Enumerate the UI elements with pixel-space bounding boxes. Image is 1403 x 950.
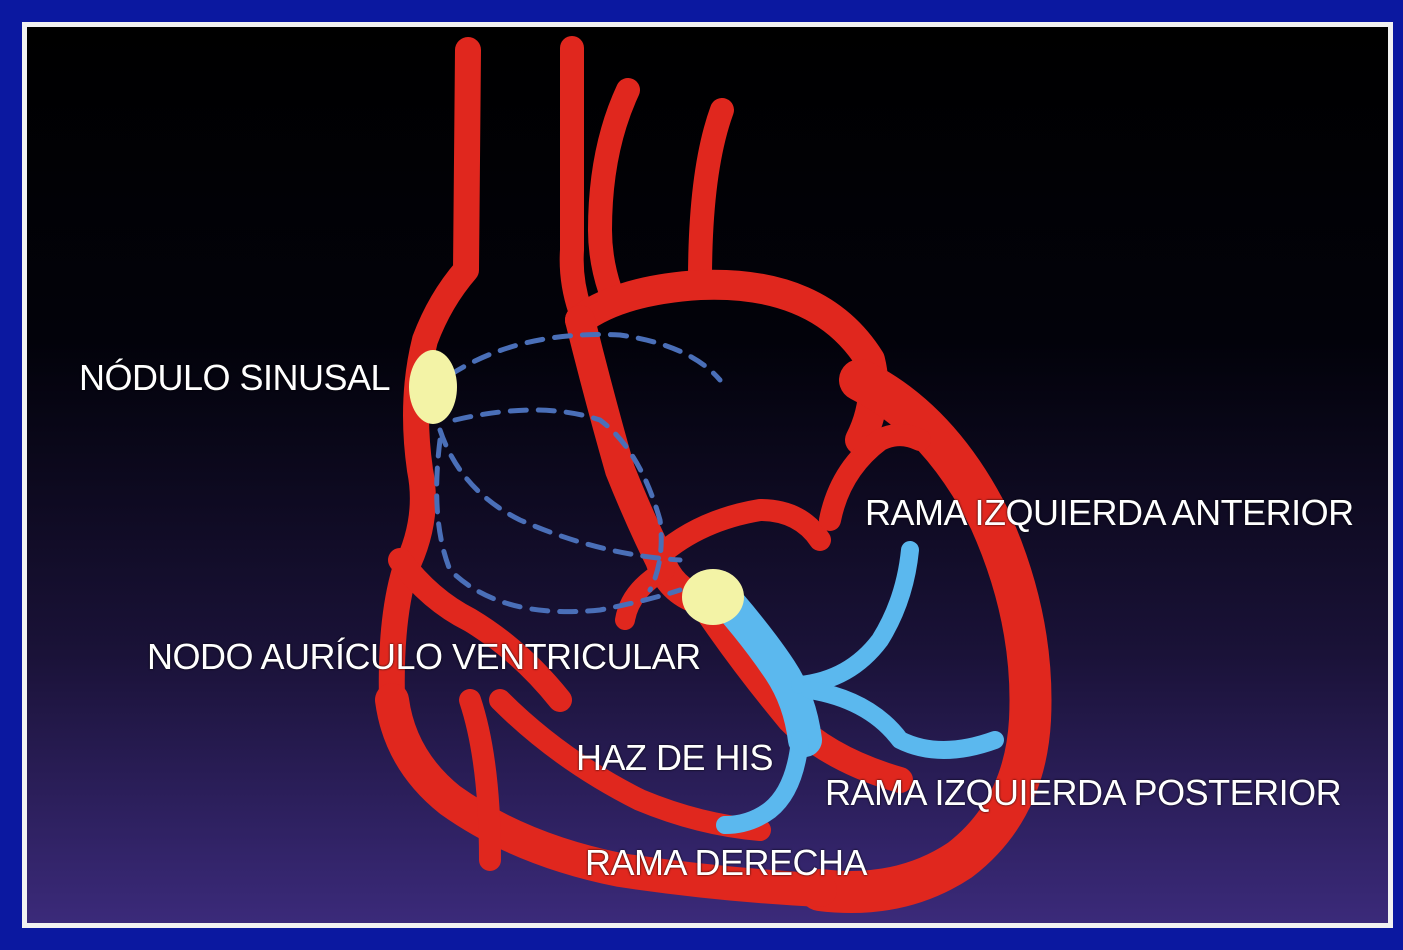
aortic-branch-1	[600, 90, 628, 290]
moderator-branch	[470, 700, 490, 860]
his-bundle-label: HAZ DE HIS	[576, 740, 773, 776]
interatrial-septum	[580, 320, 700, 600]
aortic-branch-2	[700, 110, 722, 280]
left-anterior-fascicle	[800, 550, 910, 685]
left-anterior-branch-label: RAMA IZQUIERDA ANTERIOR	[865, 495, 1354, 531]
left-posterior-branch-label: RAMA IZQUIERDA POSTERIOR	[825, 775, 1341, 811]
sinus-node	[409, 350, 457, 424]
right-inner-wall	[400, 560, 560, 700]
av-node-label: NODO AURÍCULO VENTRICULAR	[147, 639, 701, 675]
av-node	[682, 569, 744, 625]
aorta-arch	[580, 285, 873, 440]
right-branch-label: RAMA DERECHA	[585, 845, 867, 881]
atrial-inner-wall	[572, 48, 580, 310]
sinus-node-label: NÓDULO SINUSAL	[79, 360, 390, 396]
septal-arm-left	[660, 510, 820, 555]
